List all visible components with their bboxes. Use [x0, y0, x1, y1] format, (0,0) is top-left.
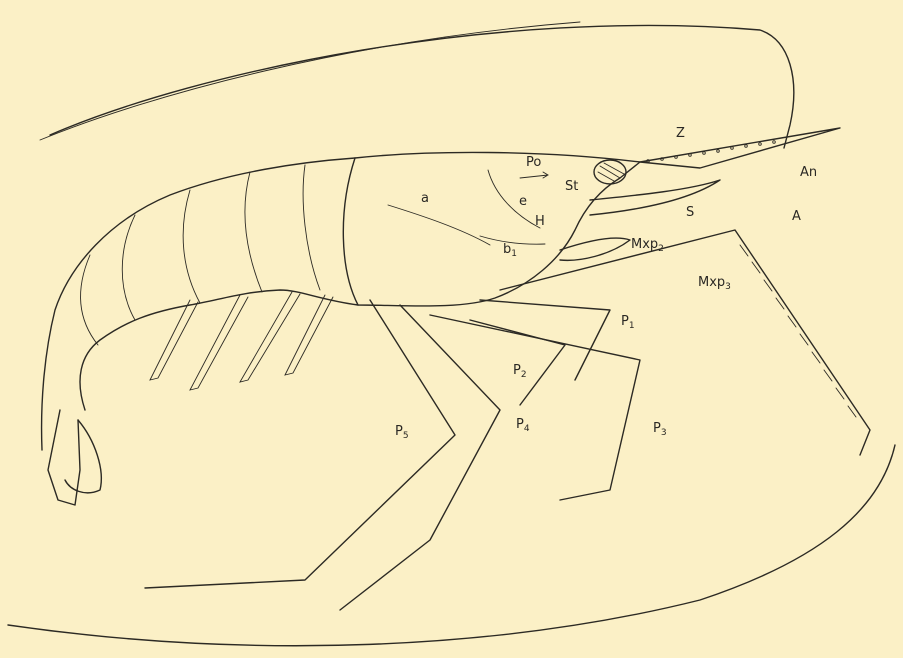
label-Mxp2: Mxp2	[631, 237, 664, 254]
arrow-Po	[520, 172, 548, 178]
eye-hatch	[598, 163, 624, 181]
label-S: S	[686, 205, 694, 220]
segment-4	[122, 215, 135, 320]
maxilliped-2	[560, 238, 630, 260]
label-b: b1	[503, 242, 517, 259]
carapace	[343, 152, 640, 306]
segment-2	[245, 172, 262, 292]
label-e: e	[519, 194, 527, 209]
telson	[48, 410, 80, 505]
segment-3	[183, 190, 200, 303]
label-P5: P5	[395, 424, 409, 441]
segment-5	[81, 255, 98, 345]
label-a: a	[421, 191, 429, 206]
label-St: St	[565, 179, 578, 194]
label-H: H	[535, 214, 545, 229]
carapace-groove-b	[480, 236, 545, 244]
label-A: A	[792, 209, 801, 224]
maxilliped-3-setae	[740, 245, 856, 417]
antenna-lower	[8, 445, 895, 646]
rostrum	[640, 128, 840, 168]
label-An: An	[800, 165, 817, 180]
label-P1: P1	[621, 314, 635, 331]
leg-p3	[430, 315, 640, 500]
label-Po: Po	[526, 155, 541, 170]
uropod	[65, 420, 101, 493]
leg-p5	[145, 300, 455, 588]
leg-p4	[340, 305, 500, 610]
antenna-upper-inner	[40, 22, 580, 140]
label-P2: P2	[513, 363, 527, 380]
label-Mxp3: Mxp3	[698, 275, 731, 292]
label-P3: P3	[653, 421, 667, 438]
carapace-groove-e	[488, 170, 540, 228]
carapace-groove-a	[388, 205, 490, 245]
segment-1	[303, 165, 320, 290]
label-P4: P4	[516, 417, 530, 434]
label-Z: Z	[676, 126, 685, 141]
